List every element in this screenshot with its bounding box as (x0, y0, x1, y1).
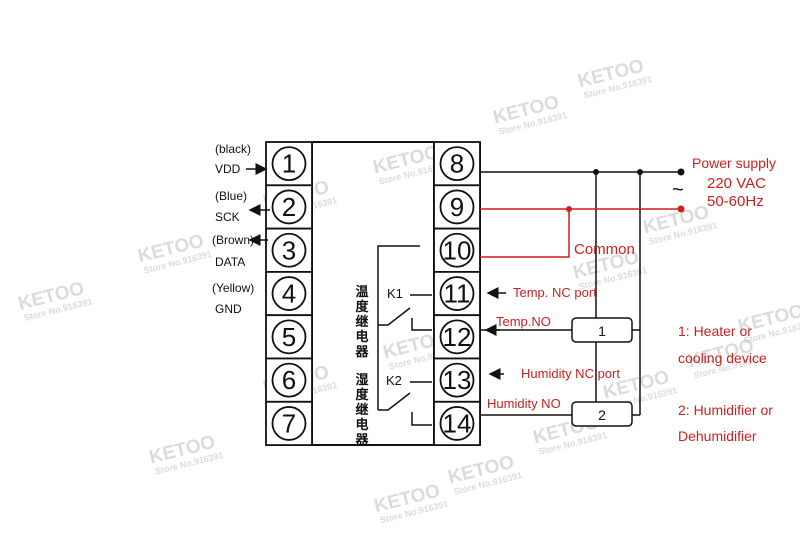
load-1-desc-line1: 1: Heater or (678, 323, 752, 339)
terminal-number-10: 10 (443, 235, 472, 265)
left-terminal-strip: 1 2 3 4 5 6 7 (265, 141, 313, 446)
terminal-number-11: 11 (444, 279, 471, 309)
power-frequency: 50-60Hz (707, 193, 764, 210)
terminal-ring-5 (271, 319, 307, 355)
common-bus (377, 245, 420, 410)
temp-relay-char: 温 (355, 284, 368, 299)
port-arrows (484, 287, 506, 380)
k2-no-line (411, 412, 432, 426)
temp-relay-char: 度 (355, 299, 369, 314)
terminal-ring-11 (439, 276, 475, 311)
wire-color-yellow: (Yellow) (212, 281, 254, 295)
terminal-number-4: 4 (282, 279, 296, 309)
humidity-nc-label: Humidity NC port (521, 366, 620, 381)
humidity-no-label: Humidity NO (487, 396, 561, 411)
terminal-ring-12 (439, 319, 475, 355)
k1-no-line (411, 318, 432, 331)
humidity-relay-char: 度 (355, 387, 369, 402)
watermark-group: KETOO Store No.916391 KETOO Store No.916… (16, 56, 800, 526)
humidity-relay-char: 电 (355, 417, 368, 432)
sensor-arrows (246, 163, 270, 246)
terminal-number-14: 14 (443, 408, 472, 438)
humidity-relay-char: 湿 (355, 372, 368, 387)
terminal-number-9: 9 (450, 192, 464, 222)
terminal-number-6: 6 (282, 365, 296, 395)
ac-symbol: ~ (672, 179, 684, 201)
power-supply-title: Power supply (692, 155, 776, 171)
wire-signal-data: DATA (215, 255, 245, 269)
load-1-desc-line2: cooling device (678, 350, 767, 366)
temp-nc-label: Temp. NC port (513, 285, 597, 300)
wire-color-blue: (Blue) (215, 189, 247, 203)
power-wiring-black (480, 171, 680, 415)
load-box-2 (571, 401, 633, 427)
temp-relay-char: 器 (354, 344, 369, 359)
temp-relay-char: 继 (355, 314, 368, 329)
terminal-number-13: 13 (443, 365, 472, 395)
load-box-1-label: 1 (598, 323, 606, 339)
junction-dot (637, 169, 643, 175)
relay-k1-label: K1 (387, 286, 403, 301)
junction-dot-red (566, 206, 572, 212)
terminal-ring-13 (439, 362, 475, 398)
right-terminal-strip: 8 9 10 11 12 13 14 (433, 141, 481, 446)
terminal-ring-8 (439, 146, 475, 182)
wire-signal-gnd: GND (215, 302, 242, 316)
power-terminal-l (677, 168, 685, 176)
common-label: Common (574, 241, 635, 258)
wire-signal-sck: SCK (215, 210, 240, 224)
k2-contact (378, 392, 411, 411)
terminal-ring-6 (271, 362, 307, 398)
humidity-relay-char: 继 (355, 402, 368, 417)
terminal-ring-1 (271, 146, 307, 182)
wire-signal-vdd: VDD (215, 162, 241, 176)
terminal-ring-3 (271, 232, 307, 268)
terminal-number-1: 1 (282, 149, 296, 179)
load-box-1 (571, 317, 633, 343)
power-wiring-red (480, 208, 680, 258)
terminal-ring-7 (271, 406, 307, 441)
humidity-relay-char: 器 (354, 432, 369, 447)
temp-no-label: Temp.NO (496, 314, 551, 329)
relay-k2-label: K2 (386, 373, 402, 388)
temp-relay-char: 电 (355, 329, 368, 344)
terminal-number-12: 12 (443, 322, 472, 352)
sensor-wire-labels: (black) VDD (Blue) SCK (Brown) DATA (Yel… (212, 142, 254, 316)
terminal-ring-2 (271, 189, 307, 225)
relay-wiring (377, 245, 432, 426)
wire-color-black: (black) (215, 142, 251, 156)
load-box-2-label: 2 (598, 407, 606, 423)
terminal-number-2: 2 (282, 192, 296, 222)
wire-color-brown: (Brown) (212, 233, 254, 247)
controller-body (311, 141, 435, 446)
terminal-number-3: 3 (282, 235, 296, 265)
load-2-desc-line1: 2: Humidifier or (678, 402, 773, 418)
terminal-number-7: 7 (282, 408, 296, 438)
junction-dot (593, 169, 599, 175)
power-terminal-n (677, 205, 685, 213)
k1-contact (378, 307, 411, 326)
terminal-ring-14 (439, 406, 475, 441)
power-voltage: 220 VAC (707, 175, 766, 192)
terminal-number-8: 8 (450, 149, 464, 179)
terminal-ring-10 (439, 232, 475, 268)
terminal-ring-4 (271, 276, 307, 311)
terminal-number-5: 5 (282, 322, 296, 352)
terminal-ring-9 (439, 189, 475, 225)
common-line (480, 209, 570, 258)
load-2-desc-line2: Dehumidifier (678, 428, 757, 444)
